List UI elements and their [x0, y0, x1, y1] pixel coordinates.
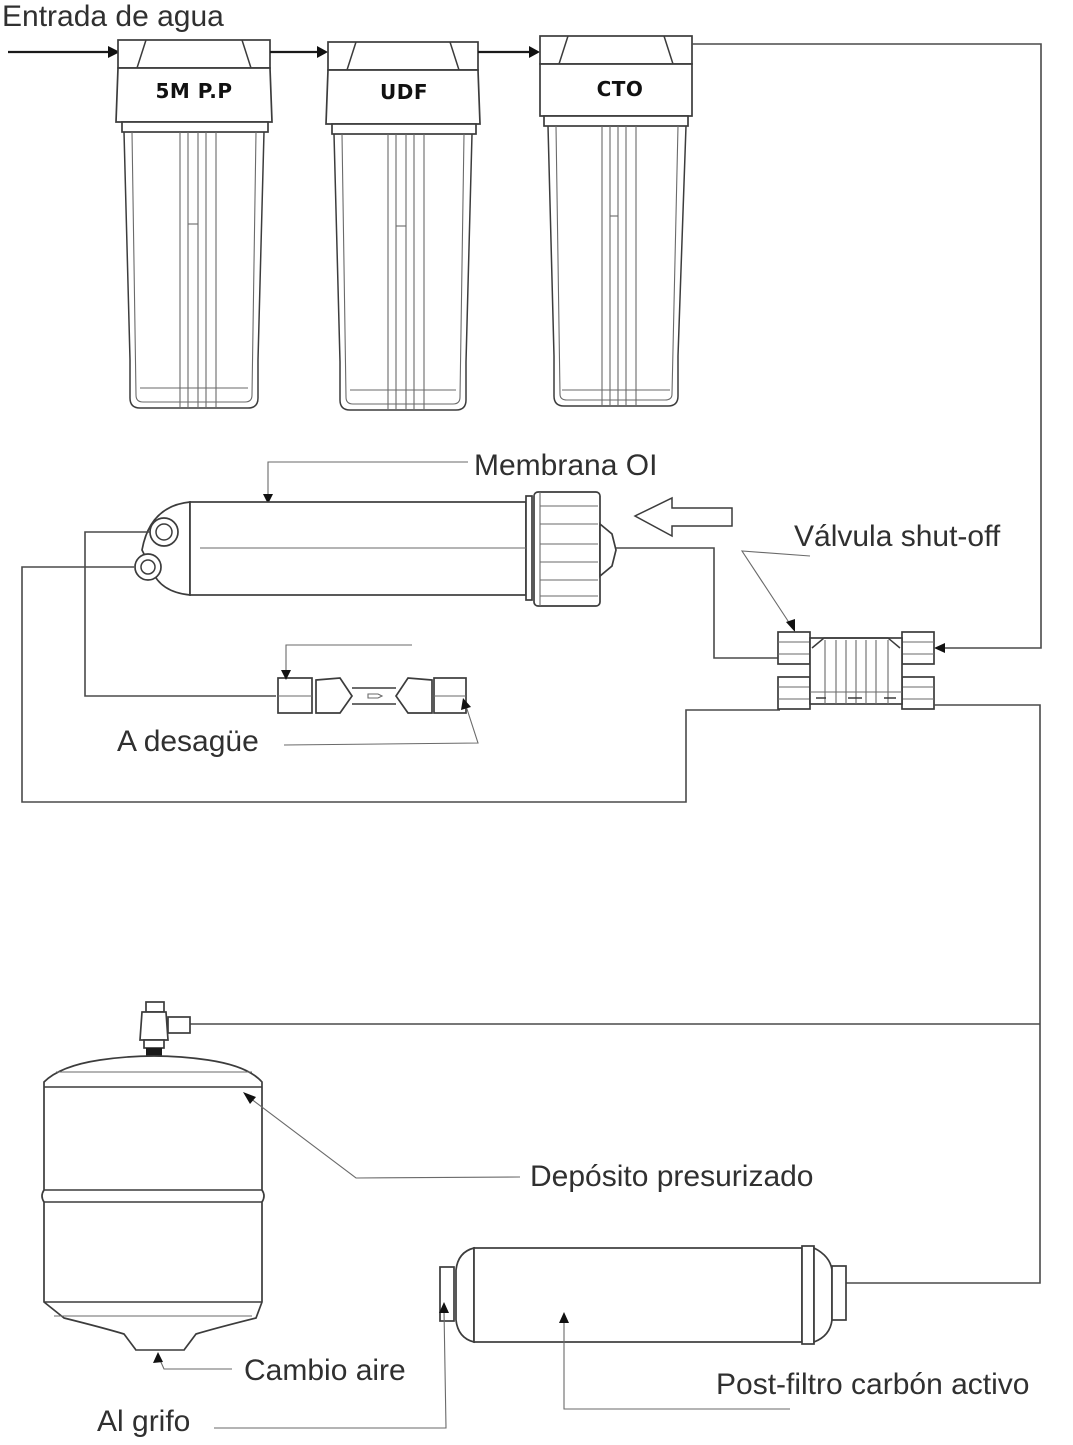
filter-housing-icon	[539, 35, 693, 407]
to-drain-pointer	[283, 698, 479, 746]
pipe-membrane-to-restrictor	[84, 531, 276, 697]
to-faucet-pointer	[214, 1302, 449, 1429]
pipe-valve-to-tank-and-postfilter	[846, 704, 1041, 1284]
ro-membrane-pointer	[263, 461, 468, 504]
air-change-label: Cambio aire	[244, 1354, 406, 1387]
post-filter-pointer	[559, 1312, 790, 1410]
restrictor-inlet-pointer	[281, 644, 412, 680]
prefilter-cto: CTO	[539, 35, 693, 407]
flow-restrictor	[277, 677, 467, 714]
ro-membrane-housing	[134, 491, 617, 607]
pipe-cto-to-valve	[692, 43, 1042, 653]
ro-membrane-label: Membrana OI	[474, 449, 657, 482]
tank-pointer	[243, 1092, 521, 1179]
water-inlet-label: Entrada de agua	[2, 0, 224, 33]
post-filter-label: Post-filtro carbón activo	[716, 1368, 1029, 1401]
post-carbon-filter	[439, 1245, 847, 1345]
pipe-membrane-to-valve	[616, 547, 780, 659]
prefilter-5m-pp: 5M P.P	[115, 39, 273, 409]
tank-valve-icon	[139, 1001, 191, 1056]
shutoff-valve	[777, 631, 935, 710]
flow-direction-arrow-icon	[633, 496, 733, 538]
inter-filter-arrow-icon	[270, 46, 328, 58]
filter-label: UDF	[380, 80, 428, 104]
inter-filter-arrow-icon	[478, 46, 540, 58]
to-faucet-label: Al grifo	[97, 1405, 190, 1438]
shutoff-valve-pointer	[740, 550, 811, 632]
pressure-tank	[41, 1055, 265, 1351]
filter-housing-icon	[325, 41, 481, 411]
pressure-tank-label: Depósito presurizado	[530, 1160, 814, 1193]
to-drain-label: A desagüe	[117, 725, 259, 758]
filter-label: CTO	[597, 77, 644, 101]
inlet-arrow-icon	[8, 46, 120, 58]
shutoff-valve-label: Válvula shut-off	[794, 520, 1001, 553]
filter-housing-icon	[115, 39, 273, 409]
prefilter-udf: UDF	[325, 41, 481, 411]
pipe-membrane-to-valve-return	[21, 566, 780, 803]
air-change-pointer	[153, 1352, 232, 1370]
filter-label: 5M P.P	[155, 79, 232, 103]
